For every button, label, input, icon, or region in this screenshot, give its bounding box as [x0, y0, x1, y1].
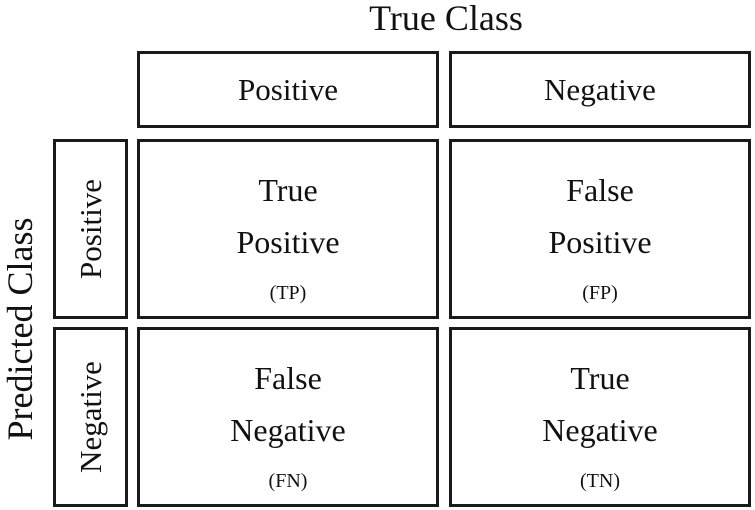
cell-tp-line2: Positive — [236, 224, 340, 260]
cell-tn-abbr: (TN) — [580, 470, 620, 492]
predicted-class-title: Predicted Class — [0, 217, 40, 441]
row-header-positive-label: Positive — [72, 179, 108, 279]
cell-fn-line1: False — [254, 360, 322, 396]
cell-tp-abbr: (TP) — [269, 282, 307, 304]
column-header-positive-label: Positive — [238, 71, 338, 107]
column-header-positive: Positive — [137, 51, 439, 128]
true-class-title: True Class — [369, 0, 523, 38]
cell-tp-line1: True — [258, 172, 318, 208]
cell-false-negative: False Negative (FN) — [137, 327, 439, 507]
cell-true-positive: True Positive (TP) — [137, 139, 439, 319]
row-header-negative: Negative — [53, 327, 128, 507]
row-header-positive: Positive — [53, 139, 128, 319]
cell-tn-line1: True — [570, 360, 630, 396]
cell-fn-abbr: (FN) — [268, 470, 308, 492]
cell-tn-line2: Negative — [542, 412, 658, 448]
column-header-negative-label: Negative — [544, 71, 656, 107]
cell-false-positive: False Positive (FP) — [449, 139, 751, 319]
cell-fp-line1: False — [566, 172, 634, 208]
cell-fn-line2: Negative — [230, 412, 346, 448]
cell-fp-abbr: (FP) — [582, 282, 618, 304]
cell-true-negative: True Negative (TN) — [449, 327, 751, 507]
row-header-negative-label: Negative — [72, 361, 108, 473]
cell-fp-line2: Positive — [548, 224, 652, 260]
column-header-negative: Negative — [449, 51, 751, 128]
